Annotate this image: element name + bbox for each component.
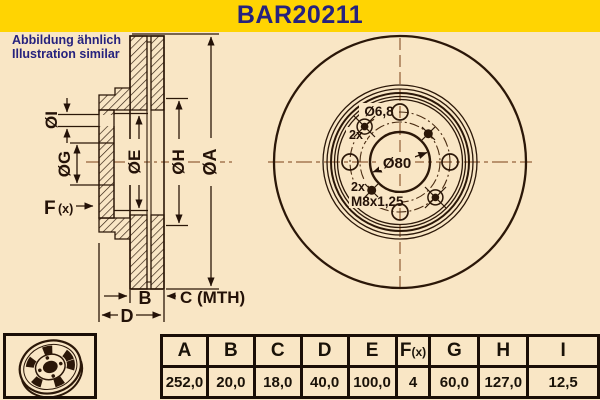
dim-label-dia-i: ØI — [42, 111, 61, 129]
col-header-d: D — [299, 334, 350, 368]
hat-top-flange — [98, 87, 131, 111]
dim-label-b: B — [139, 288, 152, 308]
label-thread-spec: M8x1,25 — [351, 194, 404, 209]
front-view: Ø6,8 2x 2x M8x1,25 — [268, 34, 532, 290]
brake-disc-icon — [18, 339, 84, 399]
col-header-i: I — [526, 334, 600, 368]
table-value-row: 252,0 20,0 18,0 40,0 100,0 4 60,0 127,0 … — [160, 365, 600, 399]
col-header-a: A — [160, 334, 209, 368]
label-thread-quantity: 2x — [351, 180, 365, 194]
hat-mounting-face — [98, 109, 115, 219]
value-f: 4 — [394, 365, 432, 399]
dimension-table: A B C D E F(x) G H I 252,0 20,0 18,0 40,… — [160, 334, 600, 399]
setscrew-holes — [353, 115, 447, 209]
dim-label-dia-g: ØG — [55, 151, 74, 177]
brake-disc-icon-box — [3, 333, 97, 399]
col-header-b: B — [205, 334, 256, 368]
threaded-holes — [364, 126, 436, 198]
label-bore-diameter: Ø80 — [383, 155, 411, 172]
value-a: 252,0 — [160, 365, 209, 399]
hat-bottom-flange — [98, 217, 131, 240]
value-g: 60,0 — [428, 365, 481, 399]
table-header-row: A B C D E F(x) G H I — [160, 334, 600, 368]
note-german: Abbildung ähnlich — [12, 33, 122, 47]
similarity-note: Abbildung ähnlich Illustration similar — [12, 33, 121, 61]
wheel-bolt-holes — [341, 103, 459, 221]
value-c: 18,0 — [252, 365, 303, 399]
value-d: 40,0 — [299, 365, 350, 399]
dim-label-d: D — [121, 306, 134, 326]
col-header-h: H — [477, 334, 530, 368]
dim-label-f: F — [44, 198, 56, 219]
col-header-e: E — [346, 334, 398, 368]
part-number-title: BAR20211 — [236, 1, 364, 29]
col-header-f: F(x) — [394, 334, 432, 368]
value-i: 12,5 — [526, 365, 600, 399]
dim-label-c: C (MTH) — [180, 288, 245, 307]
col-header-g: G — [428, 334, 481, 368]
note-english: Illustration similar — [12, 47, 120, 61]
bolt-circle — [349, 111, 451, 213]
value-h: 127,0 — [477, 365, 530, 399]
value-b: 20,0 — [205, 365, 256, 399]
disc-outer-edge — [272, 34, 528, 290]
value-e: 100,0 — [346, 365, 398, 399]
dim-label-dia-h: ØH — [169, 149, 188, 175]
label-hole-diameter: Ø6,8 — [364, 104, 394, 119]
col-header-c: C — [252, 334, 303, 368]
center-bore — [368, 130, 432, 194]
dim-label-dia-a: ØA — [200, 148, 220, 175]
vent-slot — [146, 41, 152, 283]
title-banner — [0, 0, 600, 32]
cross-section-view: ØI ØG ØE ØH — [42, 33, 245, 326]
dim-label-dia-e: ØE — [125, 150, 144, 175]
dim-label-f-sub: (x) — [58, 202, 73, 216]
